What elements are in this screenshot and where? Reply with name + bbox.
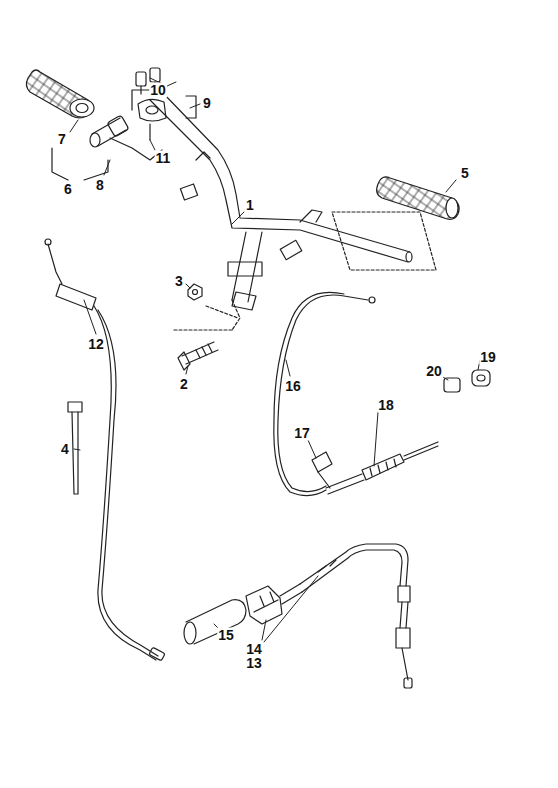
callout-number: 1 bbox=[245, 198, 255, 213]
callout-number: 6 bbox=[63, 182, 73, 197]
throttle-cable-assembly bbox=[184, 544, 412, 688]
left-grip bbox=[26, 70, 94, 118]
callout-number: 9 bbox=[202, 96, 212, 111]
group-bracket bbox=[52, 148, 108, 180]
bolt-and-nut bbox=[174, 284, 240, 370]
callout-number: 20 bbox=[425, 364, 443, 379]
callout-number: 5 bbox=[460, 166, 470, 181]
callout-number: 13 bbox=[245, 656, 263, 671]
callout-number: 3 bbox=[174, 274, 184, 289]
callout-number: 4 bbox=[60, 442, 70, 457]
callout-number: 15 bbox=[217, 628, 235, 643]
callout-number: 10 bbox=[149, 83, 167, 98]
callout-number: 17 bbox=[293, 426, 311, 441]
handlebar bbox=[150, 92, 412, 310]
adjuster-nuts bbox=[444, 370, 490, 392]
callout-number: 7 bbox=[57, 132, 67, 147]
leader-lines bbox=[70, 78, 480, 642]
callout-number: 2 bbox=[179, 377, 189, 392]
brake-cable bbox=[45, 239, 165, 661]
callout-number: 12 bbox=[87, 337, 105, 352]
clutch-cable bbox=[274, 292, 438, 495]
callout-number: 11 bbox=[155, 151, 172, 166]
callout-number: 8 bbox=[95, 178, 105, 193]
callout-number: 16 bbox=[284, 379, 302, 394]
callout-number: 19 bbox=[479, 350, 497, 365]
right-grip bbox=[332, 177, 459, 270]
callout-number: 18 bbox=[377, 398, 395, 413]
cable-tie bbox=[68, 402, 82, 494]
throttle-tube bbox=[90, 115, 129, 147]
callout-number: 14 bbox=[245, 642, 263, 657]
